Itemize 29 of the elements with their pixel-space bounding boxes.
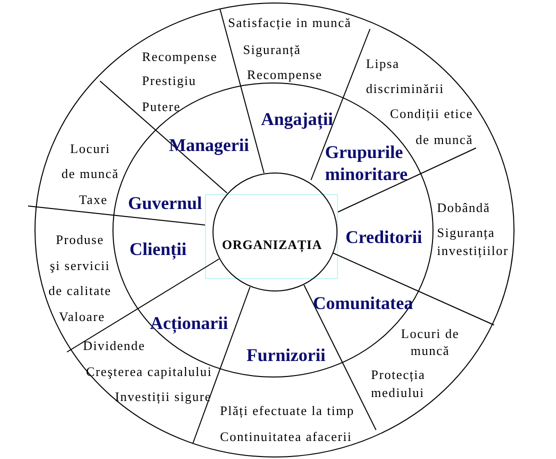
stakeholder-name: Guvernul [128, 192, 202, 214]
expectation-text: Recompense [142, 48, 218, 66]
expectation-text: Locuri de muncă [401, 324, 460, 358]
expectation-text: Valoare [59, 308, 105, 326]
stakeholder-name: Comunitatea [313, 292, 413, 314]
stakeholder-name: Angajații [261, 108, 333, 130]
expectation-text: Creşterea capitalului [86, 363, 212, 381]
expectation-text: Putere [142, 98, 181, 116]
expectation-text: Plăți efectuate la timp [220, 402, 354, 420]
expectation-text: Siguranță [243, 41, 301, 59]
stakeholder-name: Clienții [130, 238, 186, 260]
expectation-text: Prestigiu [142, 72, 196, 90]
expectation-text: Siguranța investițiilor [437, 224, 509, 260]
stakeholder-name: Furnizorii [246, 344, 326, 366]
expectation-text: Satisfacție in muncă [228, 14, 352, 32]
expectation-text: Locuri de muncă [62, 140, 119, 182]
expectation-text: Dividende [83, 337, 146, 355]
expectation-text: Dobândă [437, 199, 490, 217]
stakeholder-name: Creditorii [346, 226, 422, 248]
expectation-text: Protecția mediului [371, 366, 426, 402]
expectation-text: Continuitatea afacerii [220, 428, 352, 446]
expectation-text: Investiții sigure [115, 388, 212, 406]
stakeholder-name: Acționarii [150, 312, 228, 334]
stakeholder-name: Managerii [169, 134, 249, 156]
organization-label: ORGANIZAȚIA [222, 237, 322, 253]
expectation-text: Recompense [247, 66, 322, 84]
expectation-text: Produse şi servicii de calitate [48, 231, 112, 300]
expectation-text: Taxe [79, 191, 108, 209]
expectation-text: Lipsa discriminării [366, 54, 444, 98]
